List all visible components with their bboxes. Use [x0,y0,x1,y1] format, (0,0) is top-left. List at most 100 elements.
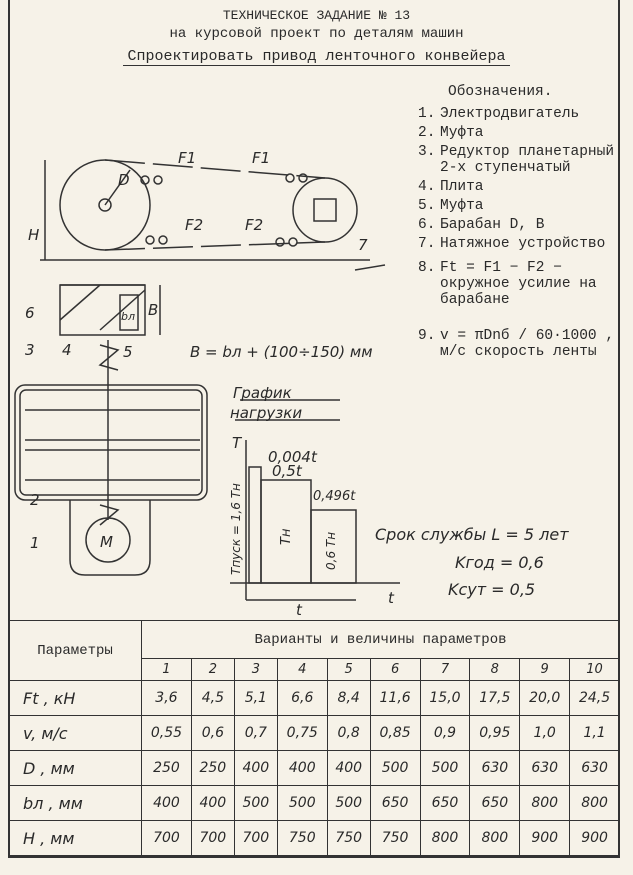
legend-item: 6.Барабан D, B [418,217,615,233]
variant-number: 1 [141,658,192,681]
legend-item-text: v = πDnб / 60·1000 , м/с скорость ленты [440,328,615,360]
reducer-housing [14,384,208,501]
height-label: H [28,226,39,244]
page-frame [8,0,620,858]
tension-drum [292,177,358,243]
param-value: 650 [369,785,421,821]
param-value: 1,1 [569,715,620,751]
legend-item-text: Редуктор планетарный 2-х ступенчатый [440,144,615,176]
legend-item-number: 5. [418,198,436,214]
param-value: 20,0 [519,680,571,716]
axis-torque-label: T [232,434,243,452]
param-name: v, м/с [8,715,142,751]
param-value: 500 [233,785,278,821]
legend-item-text: Муфта [440,198,484,214]
task-statement: Спроектировать привод ленточного конвейе… [0,48,633,66]
param-value: 0,7 [233,715,278,751]
legend-item-number: 3. [418,144,436,160]
callout-5: 5 [123,343,133,361]
param-value: 4,5 [190,680,235,716]
param-value: 0,95 [469,715,521,751]
param-value: 250 [190,750,235,786]
param-value: 650 [469,785,521,821]
variant-number: 8 [469,658,521,681]
callout-2: 2 [30,491,40,509]
legend-item-number: 8. [418,260,436,276]
legend-item: 7.Натяжное устройство [418,236,615,252]
document-subtitle: на курсовой проект по деталям машин [169,26,464,42]
legend-item: 2.Муфта [418,125,615,141]
variant-number: 3 [233,658,278,681]
param-value: 11,6 [369,680,421,716]
param-value: 0,6 [190,715,235,751]
k-day: Kсут = 0,5 [448,580,535,599]
param-value: 5,1 [233,680,278,716]
param-value: 0,75 [276,715,328,751]
param-value: 0,9 [419,715,471,751]
legend-item-text: Ft = F1 − F2 − окружное усилие на бараба… [440,260,597,308]
width-label: B [148,301,158,319]
param-value: 15,0 [419,680,471,716]
param-value: 800 [519,785,571,821]
legend-item-number: 9. [418,328,436,344]
legend-item: 8.Ft = F1 − F2 − окружное усилие на бара… [418,260,615,308]
param-name: H , мм [8,820,142,856]
callout-3: 3 [25,341,35,359]
param-value: 630 [469,750,521,786]
drive-diagram: F1 F1 F2 F2 D H B bл M 1 2 3 4 5 6 7 B =… [14,149,569,619]
param-header: Параметры [8,620,142,681]
variant-number: 4 [276,658,328,681]
legend-item: 4.Плита [418,179,615,195]
param-value: 400 [190,785,235,821]
belt-width-label: bл [121,310,135,323]
variant-number: 5 [326,658,371,681]
param-value: 630 [569,750,620,786]
legend-item-text: Натяжное устройство [440,236,606,252]
force-f2-label: F2 [185,216,203,234]
parameters-table: Параметры Варианты и величины параметров… [8,620,620,856]
motor-label: M [100,533,113,551]
legend-item-number: 1. [418,106,436,122]
callout-1: 1 [30,534,40,552]
param-value: 500 [369,750,421,786]
legend-heading: Обозначения. [448,84,553,100]
diameter-label: D [118,171,130,189]
param-value: 250 [141,750,192,786]
param-value: 700 [190,820,235,856]
param-name: Ft , кН [8,680,142,716]
param-value: 0,55 [141,715,192,751]
param-value: 8,4 [326,680,371,716]
variant-number: 7 [419,658,471,681]
param-name: D , мм [8,750,142,786]
legend-item: 1.Электродвигатель [418,106,615,122]
param-value: 500 [419,750,471,786]
start-torque-label: Tпуск = 1,6 Tн [229,483,243,575]
param-value: 17,5 [469,680,521,716]
dim-total-label: t [296,601,303,619]
legend-item-number: 2. [418,125,436,141]
param-value: 400 [141,785,192,821]
param-value: 900 [519,820,571,856]
param-value: 0,85 [369,715,421,751]
param-value: 24,5 [569,680,620,716]
callout-4: 4 [62,341,72,359]
legend-item-text: Электродвигатель [440,106,580,122]
variants-header: Варианты и величины параметров [141,620,620,659]
param-value: 400 [276,750,328,786]
service-life: Срок службы L = 5 лет [375,525,569,544]
legend-item-text: Муфта [440,125,484,141]
param-value: 1,0 [519,715,571,751]
param-value: 630 [519,750,571,786]
force-f1-label-2: F1 [252,149,270,167]
dim-mid-label: 0,5t [272,462,303,480]
legend-item-number: 4. [418,179,436,195]
legend-item-number: 6. [418,217,436,233]
param-value: 900 [569,820,620,856]
variant-number: 9 [519,658,571,681]
param-value: 800 [469,820,521,856]
